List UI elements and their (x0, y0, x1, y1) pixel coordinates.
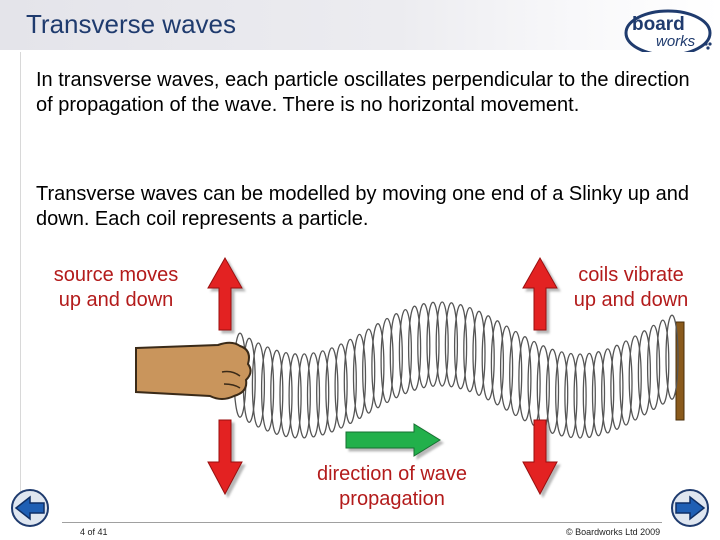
slinky-coil (601, 348, 615, 434)
slinky-coil (518, 336, 532, 422)
direction-label-line1: direction of wave (316, 463, 468, 485)
slinky-coil (288, 353, 302, 439)
slinky-coil (499, 325, 514, 411)
slinky-coil (352, 333, 367, 420)
slinky-coil (628, 335, 642, 421)
slinky-coil (426, 301, 440, 387)
coils-down-arrow-icon (522, 419, 558, 496)
page-number: 4 of 41 (80, 527, 108, 537)
slinky-coil (637, 330, 652, 416)
logo-word-board: board (632, 14, 685, 35)
arrow-left-icon (14, 495, 45, 521)
propagation-arrow-icon (345, 423, 441, 457)
slinky-coil (306, 352, 321, 438)
slinky-coil (343, 338, 357, 425)
slinky-coil (591, 351, 606, 437)
slinky-coil (362, 328, 376, 414)
slinky-coil (334, 343, 348, 429)
arrow-right-icon (675, 495, 706, 521)
hand-icon (135, 341, 252, 400)
logo-word-works: works (656, 33, 696, 50)
source-up-arrow-icon (207, 256, 243, 331)
slinky-coil (564, 352, 578, 439)
slinky-coil (389, 313, 403, 399)
next-slide-button[interactable] (666, 488, 714, 528)
slinky-coil (481, 315, 495, 401)
slinky-coil (435, 301, 449, 387)
slinky-coil (545, 348, 560, 434)
slinky-coil (490, 320, 505, 406)
slinky-coils (233, 301, 679, 439)
boardworks-logo: board works (624, 9, 712, 57)
slinky-coil (417, 303, 431, 389)
paragraph-slinky: Transverse waves can be modelled by movi… (36, 183, 689, 230)
slinky-coil (380, 317, 394, 404)
source-moves-label: source moves up and down (32, 263, 200, 313)
slinky-coil (509, 330, 523, 417)
slinky-coil (665, 314, 679, 400)
slinky-coil (573, 353, 587, 439)
coils-label-line2: up and down (573, 289, 689, 311)
coils-up-arrow-icon (522, 256, 558, 331)
slinky-coil (260, 346, 275, 432)
source-label-line1: source moves (53, 264, 179, 286)
slinky-coil (472, 310, 486, 396)
slinky-coil (555, 351, 569, 437)
slinky-coil (610, 344, 624, 430)
slinky-coil (270, 349, 284, 435)
coils-vibrate-label: coils vibrate up and down (545, 263, 717, 313)
slinky-coil (646, 324, 661, 411)
slinky-coil (371, 323, 385, 409)
source-down-arrow-icon (207, 419, 243, 496)
slinky-coil (444, 302, 459, 388)
slinky-coil (297, 353, 311, 439)
footer-divider (62, 522, 662, 523)
slinky-coil (407, 305, 422, 391)
direction-label: direction of wave propagation (282, 462, 502, 512)
slinky-coil (453, 304, 468, 390)
slinky-coil (251, 342, 266, 428)
direction-label-line2: propagation (339, 488, 445, 510)
slinky-coil (398, 308, 413, 395)
slinky-coil (279, 351, 293, 438)
slide-header (0, 0, 720, 50)
wall-post (675, 321, 685, 421)
slinky-coil (463, 306, 477, 393)
slinky-coil (325, 347, 339, 433)
source-label-line2: up and down (58, 289, 174, 311)
slinky-coil (316, 350, 330, 436)
slide-title: Transverse waves (26, 9, 236, 39)
previous-slide-button[interactable] (6, 488, 54, 528)
slinky-coil (582, 352, 596, 439)
coils-label-line1: coils vibrate (578, 264, 684, 286)
paragraph-definition: In transverse waves, each particle oscil… (36, 69, 690, 116)
slinky-coil (656, 319, 670, 405)
slinky-coil (619, 340, 633, 426)
copyright-text: © Boardworks Ltd 2009 (566, 527, 661, 537)
